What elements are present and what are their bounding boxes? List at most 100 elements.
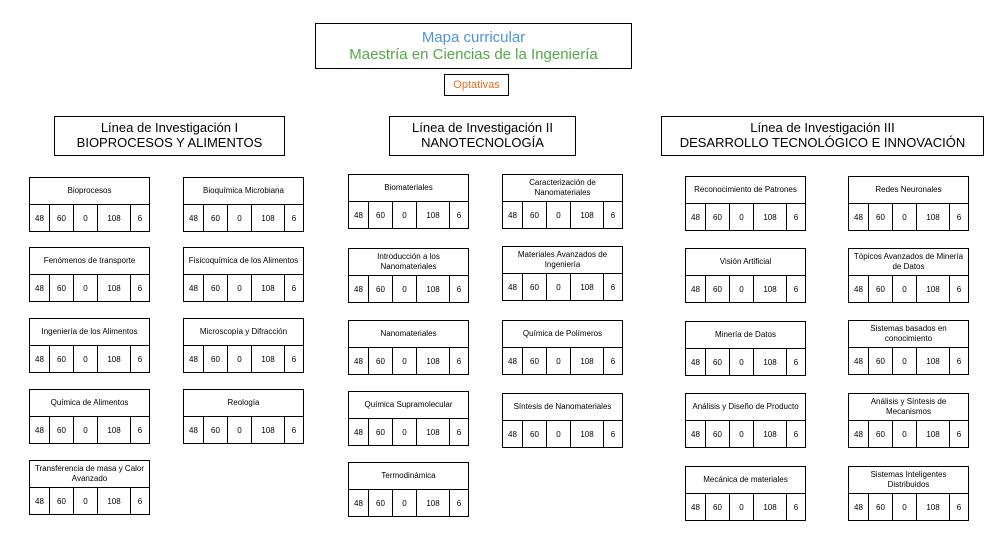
course-value: 6 xyxy=(793,284,799,294)
course-value: 108 xyxy=(98,488,131,514)
course-value: 48 xyxy=(349,490,369,516)
course-value: 0 xyxy=(730,494,754,520)
course-value: 60 xyxy=(204,346,228,372)
course-value: 108 xyxy=(417,276,450,302)
course-value: 48 xyxy=(849,421,869,447)
course-value: 48 xyxy=(686,494,706,520)
course-value: 6 xyxy=(956,284,962,294)
course-value: 108 xyxy=(252,417,285,443)
course-value: 0 xyxy=(893,204,917,230)
line-subtitle: DESARROLLO TECNOLÓGICO E INNOVACIÓN xyxy=(679,135,966,150)
course-value: 48 xyxy=(849,276,869,302)
course-value: 6 xyxy=(793,212,799,222)
course-name: Transferencia de masa y Calor Avanzado xyxy=(30,461,149,488)
course-value: 6 xyxy=(456,356,462,366)
course-name: Mecánica de materiales xyxy=(686,467,805,494)
course-value: 0 xyxy=(228,346,252,372)
course-value: 0 xyxy=(893,421,917,447)
course-name: Nanomateriales xyxy=(349,321,468,348)
course-name: Minería de Datos xyxy=(686,322,805,349)
course-value: 108 xyxy=(417,490,450,516)
course-value: 48 xyxy=(184,275,204,301)
course-name: Sistemas Inteligentes Distribuidos xyxy=(849,467,968,494)
course-value: 0 xyxy=(730,421,754,447)
course-name: Ingeniería de los Alimentos xyxy=(30,319,149,346)
course-value: 108 xyxy=(571,202,604,228)
course-value: 60 xyxy=(706,204,730,230)
course-value: 0 xyxy=(393,276,417,302)
course-value: 6 xyxy=(956,356,962,366)
course-value: 48 xyxy=(349,276,369,302)
course-value: 60 xyxy=(369,490,393,516)
course-value: 6 xyxy=(956,502,962,512)
course-value: 0 xyxy=(228,275,252,301)
course-value: 108 xyxy=(917,204,950,230)
course-value: 60 xyxy=(706,421,730,447)
course-name: Materiales Avanzados de Ingeniería xyxy=(503,247,622,274)
course-name: Análisis y Síntesis de Mecanismos xyxy=(849,394,968,421)
course-value: 60 xyxy=(523,202,547,228)
course-value: 0 xyxy=(547,348,571,374)
course-value: 60 xyxy=(523,274,547,300)
course-value: 60 xyxy=(706,349,730,375)
course-value: 108 xyxy=(98,205,131,231)
course-name: Tópicos Avanzados de Minería de Datos xyxy=(849,249,968,276)
course-value: 6 xyxy=(956,429,962,439)
course-value: 108 xyxy=(917,276,950,302)
course-value: 108 xyxy=(754,276,787,302)
course-value: 48 xyxy=(184,346,204,372)
course-name: Sistemas basados en conocimiento xyxy=(849,321,968,348)
course-value: 60 xyxy=(869,348,893,374)
course-value: 48 xyxy=(30,275,50,301)
course-value: 108 xyxy=(917,348,950,374)
course-value: 60 xyxy=(369,276,393,302)
course-value: 0 xyxy=(547,421,571,447)
course-value: 48 xyxy=(686,276,706,302)
course-name: Fenómenos de transporte xyxy=(30,248,149,275)
course-value: 108 xyxy=(754,494,787,520)
course-name: Síntesis de Nanomateriales xyxy=(503,394,622,421)
course-value: 48 xyxy=(184,417,204,443)
course-value: 0 xyxy=(228,205,252,231)
course-name: Química de Alimentos xyxy=(30,390,149,417)
course-value: 48 xyxy=(503,348,523,374)
course-value: 6 xyxy=(793,357,799,367)
course-value: 6 xyxy=(137,354,143,364)
course-value: 60 xyxy=(869,204,893,230)
page-title: Mapa curricular xyxy=(421,29,526,46)
course-value: 6 xyxy=(291,283,297,293)
course-value: 108 xyxy=(917,421,950,447)
course-value: 6 xyxy=(291,213,297,223)
course-value: 60 xyxy=(50,205,74,231)
course-value: 0 xyxy=(893,348,917,374)
line-title: Línea de Investigación I xyxy=(100,120,239,135)
line-title: Línea de Investigación III xyxy=(750,120,895,135)
course-value: 108 xyxy=(98,346,131,372)
course-value: 0 xyxy=(228,417,252,443)
course-name: Redes Neuronales xyxy=(849,177,968,204)
